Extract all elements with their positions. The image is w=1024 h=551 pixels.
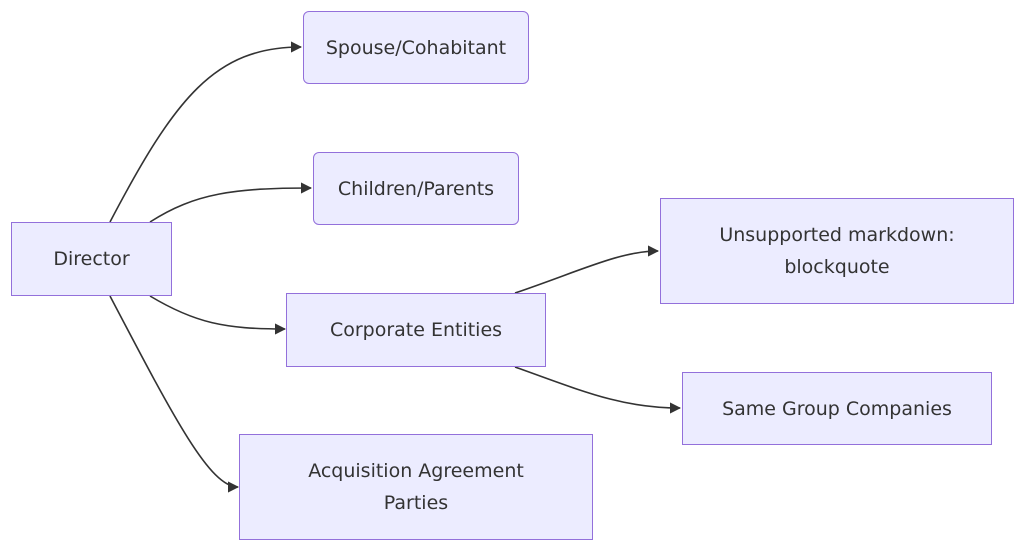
node-acquisition-text: Acquisition Agreement Parties [302, 455, 530, 519]
node-children-label: Children/Parents [337, 177, 495, 200]
node-corporate-entities[interactable]: Corporate Entities [286, 293, 546, 367]
node-same-group-label: Same Group Companies [722, 397, 952, 420]
edge-director-children [149, 182, 313, 223]
node-spouse-label: Spouse/Cohabitant [325, 36, 507, 59]
node-director[interactable]: Director [11, 222, 172, 296]
node-acquisition-label-line2: Parties [383, 492, 449, 514]
node-director-label: Director [53, 248, 130, 270]
node-unsupported-label-line1: Unsupported markdown: [719, 224, 955, 246]
node-spouse-cohabitant[interactable]: Spouse/Cohabitant [303, 11, 529, 84]
node-corporate-label: Corporate Entities [329, 319, 503, 341]
edge-corporate-samegroup [514, 366, 682, 414]
edge-director-corporate [149, 295, 287, 335]
node-acquisition-agreement-parties[interactable]: Acquisition Agreement Parties [239, 434, 593, 540]
edge-director-acquisition [109, 295, 240, 493]
edge-corporate-unsupported [514, 245, 660, 294]
node-children-parents[interactable]: Children/Parents [313, 152, 519, 225]
node-same-group-companies[interactable]: Same Group Companies [682, 372, 992, 445]
node-acquisition-label-line1: Acquisition Agreement [308, 460, 524, 482]
node-unsupported-text: Unsupported markdown: blockquote [713, 219, 960, 283]
node-unsupported-label-line2: blockquote [784, 256, 890, 278]
edge-director-spouse [109, 41, 303, 223]
node-unsupported-markdown[interactable]: Unsupported markdown: blockquote [660, 198, 1014, 304]
